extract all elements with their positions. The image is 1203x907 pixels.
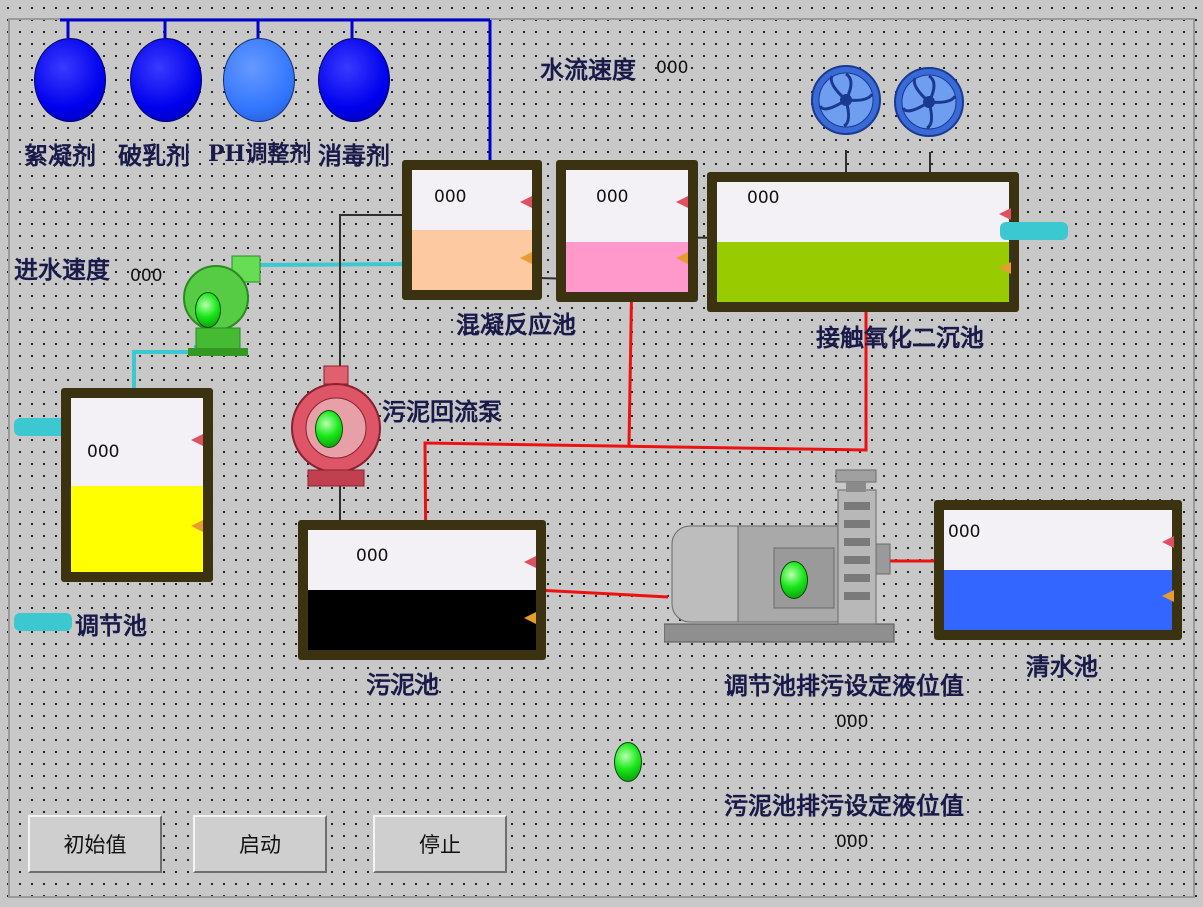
sludge-level-value: 000: [356, 546, 389, 566]
disinfectant-label: 消毒剂: [318, 141, 390, 170]
coagulation-tank[interactable]: 000: [402, 160, 542, 300]
outlet-pipe: [1000, 222, 1068, 240]
start-button[interactable]: 启动: [193, 815, 327, 873]
init-button[interactable]: 初始值: [28, 815, 162, 873]
low-level-marker: [1162, 590, 1174, 602]
coagulation-tank-label: 混凝反应池: [456, 310, 576, 339]
stop-button[interactable]: 停止: [373, 815, 507, 873]
discharge-pipe: [14, 613, 72, 631]
clear-water-tank[interactable]: 000: [934, 500, 1182, 640]
inlet-pump-icon[interactable]: [178, 250, 268, 360]
inlet-pump-status-led: [195, 292, 221, 328]
high-level-marker: [520, 196, 532, 208]
regulating-tank[interactable]: 000: [61, 388, 213, 582]
discharge-pump-status-led: [780, 561, 808, 599]
inflow-speed-value: 000: [130, 266, 163, 286]
clear-water-tank-label: 清水池: [1026, 652, 1098, 681]
regulating-discharge-setpoint-label: 调节池排污设定液位值: [724, 671, 964, 700]
low-level-marker: [520, 252, 532, 264]
flow-speed-label: 水流速度: [540, 55, 636, 84]
sludge-tank[interactable]: 000: [298, 520, 546, 660]
high-level-marker: [1162, 536, 1174, 548]
system-status-led: [614, 742, 642, 782]
high-level-marker: [524, 556, 536, 568]
ph-adjuster-label: PH调整剂: [208, 141, 312, 167]
low-level-marker: [676, 252, 688, 264]
regulating-level-value: 000: [87, 442, 120, 462]
reaction-tank-2[interactable]: 000: [556, 160, 698, 302]
high-level-marker: [676, 196, 688, 208]
aerator-fan-1-icon[interactable]: [810, 64, 882, 154]
contact-oxidation-tank[interactable]: 000: [707, 172, 1019, 312]
discharge-pump-motor-icon[interactable]: [664, 468, 896, 644]
regulating-discharge-setpoint-value[interactable]: 000: [836, 712, 869, 732]
disinfectant-tank[interactable]: [318, 38, 390, 122]
high-level-marker: [191, 434, 203, 446]
ph-adjuster-tank[interactable]: [223, 38, 295, 122]
inflow-speed-label: 进水速度: [14, 255, 110, 284]
demulsifier-tank[interactable]: [130, 38, 202, 122]
aerator-fan-2-icon[interactable]: [893, 66, 965, 156]
contact-oxidation-tank-label: 接触氧化二沉池: [816, 323, 984, 352]
low-level-marker: [524, 612, 536, 624]
demulsifier-label: 破乳剂: [118, 141, 190, 170]
flow-speed-value: 000: [656, 58, 689, 78]
panel-frame: [8, 18, 1195, 898]
sludge-pipe: [423, 267, 940, 599]
coagulation-level-value: 000: [434, 187, 467, 207]
sludge-return-pump-label: 污泥回流泵: [382, 397, 502, 426]
low-level-marker: [191, 520, 203, 532]
sludge-tank-label: 污泥池: [367, 670, 439, 699]
flocculant-label: 絮凝剂: [24, 141, 96, 170]
flocculant-tank[interactable]: [34, 38, 106, 122]
oxidation-level-value: 000: [747, 188, 780, 208]
sludge-return-pump-status-led: [315, 410, 343, 448]
sludge-discharge-setpoint-value[interactable]: 000: [836, 832, 869, 852]
sludge-discharge-setpoint-label: 污泥池排污设定液位值: [724, 791, 964, 820]
clear-water-level-value: 000: [948, 522, 981, 542]
reaction-tank-2-level-value: 000: [596, 187, 629, 207]
high-level-marker: [999, 208, 1011, 220]
low-level-marker: [999, 262, 1011, 274]
regulating-tank-label: 调节池: [75, 611, 147, 640]
